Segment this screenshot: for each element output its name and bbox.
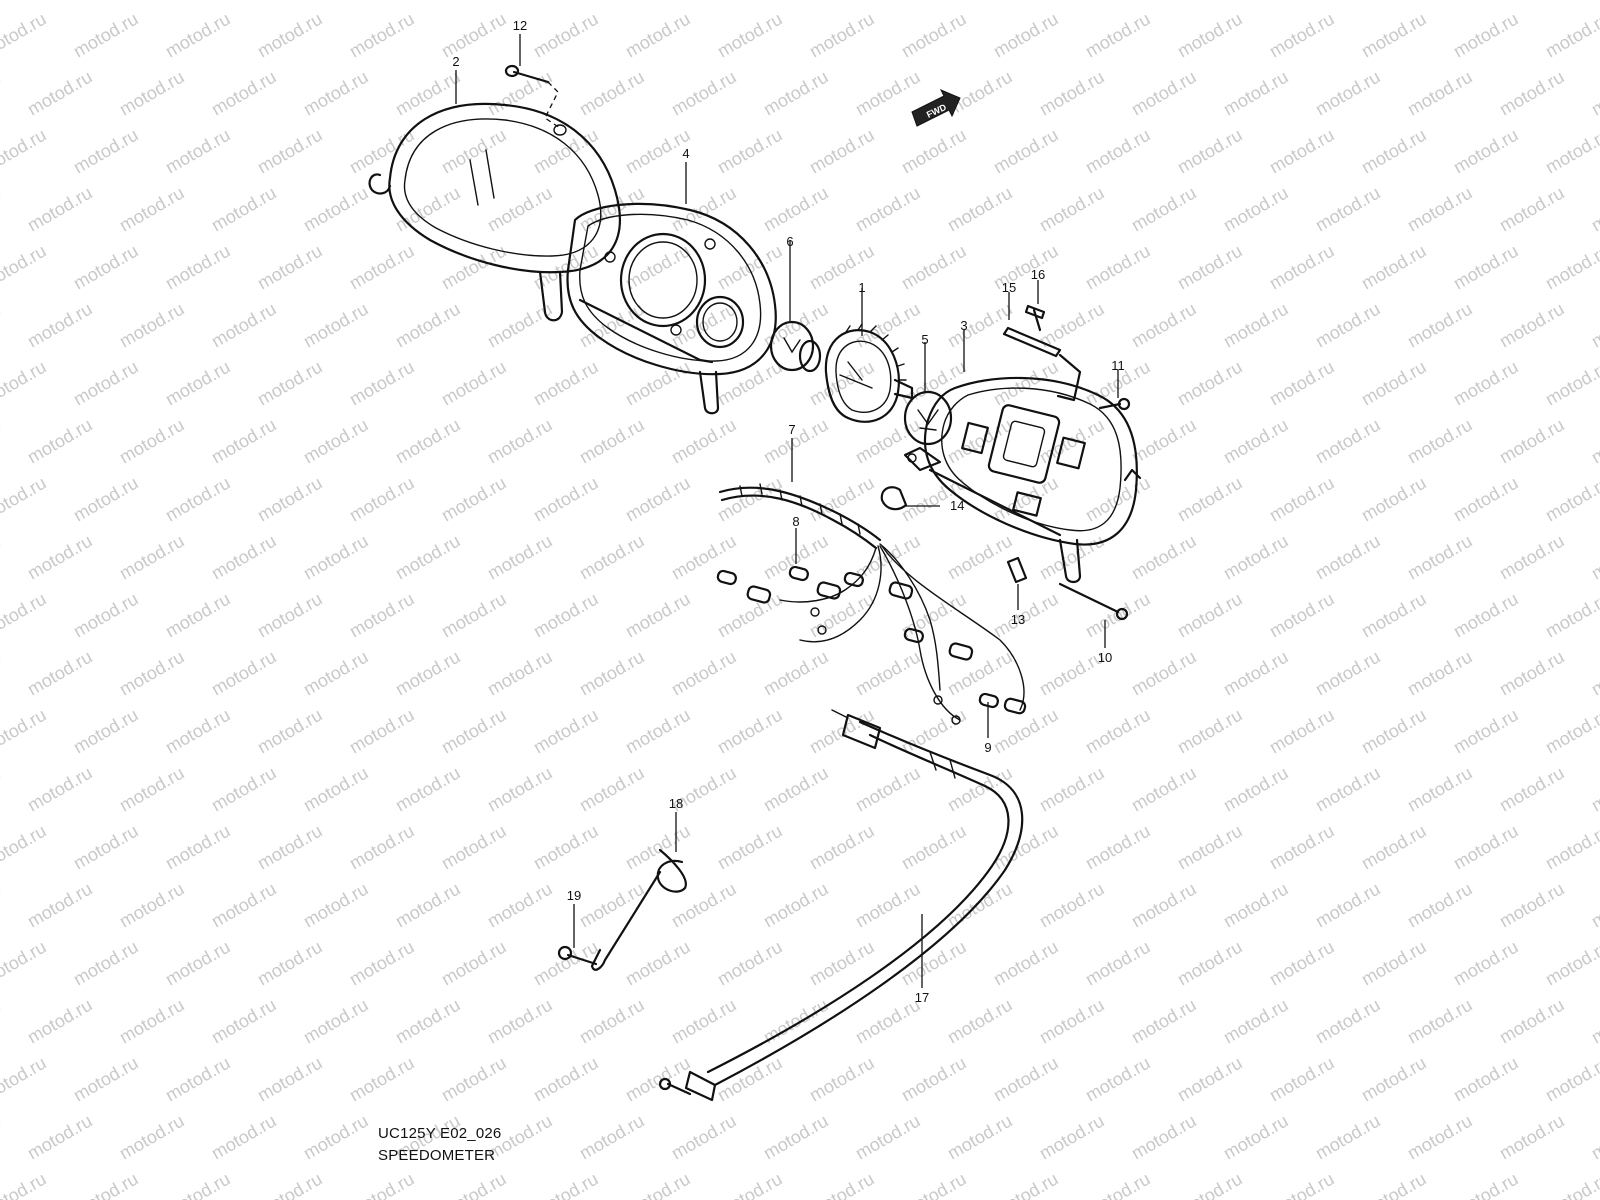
bulb-socket-6 [769,320,822,373]
callout-14: 14 [950,498,964,513]
screw-10 [1058,582,1129,621]
cable-guide-18 [590,848,687,971]
bulbs-8 [716,565,914,604]
meter-lower-case [903,353,1142,584]
bracket-and-screw [1002,304,1062,358]
leader-lines [455,34,1119,988]
meter-case [566,202,777,415]
callout-5: 5 [921,332,928,347]
callout-9: 9 [984,740,991,755]
speedometer-cable [658,709,1024,1102]
callout-4: 4 [682,146,689,161]
model-code: UC125Y E02_026 [378,1125,502,1142]
callout-11: 11 [1111,358,1125,373]
callout-19: 19 [567,888,581,903]
callout-6: 6 [786,234,793,249]
callout-12: 12 [513,18,527,33]
fwd-arrow-icon: FWD [911,89,961,127]
section-title: SPEEDOMETER [378,1147,496,1164]
callout-1: 1 [858,280,865,295]
bolt-19 [557,945,598,966]
meter-lens-cover [368,102,621,322]
callout-13: 13 [1011,612,1025,627]
bulbs-9 [810,607,1027,725]
callout-2: 2 [452,54,459,69]
speedometer-assembly [824,323,914,423]
screw-12 [504,64,561,129]
callout-17: 17 [915,990,929,1005]
wiring-harness [718,483,1025,721]
callout-15: 15 [1002,280,1016,295]
clamp-14 [880,486,908,511]
callout-labels: 2 12 4 6 1 5 3 15 16 11 7 14 8 13 10 9 1… [452,18,1124,1005]
callout-18: 18 [669,796,683,811]
callout-10: 10 [1098,650,1112,665]
clip-13 [1006,556,1028,584]
callout-3: 3 [960,318,967,333]
callout-7: 7 [788,422,795,437]
callout-16: 16 [1031,267,1045,282]
callout-8: 8 [792,514,799,529]
screw-11 [1098,397,1131,411]
